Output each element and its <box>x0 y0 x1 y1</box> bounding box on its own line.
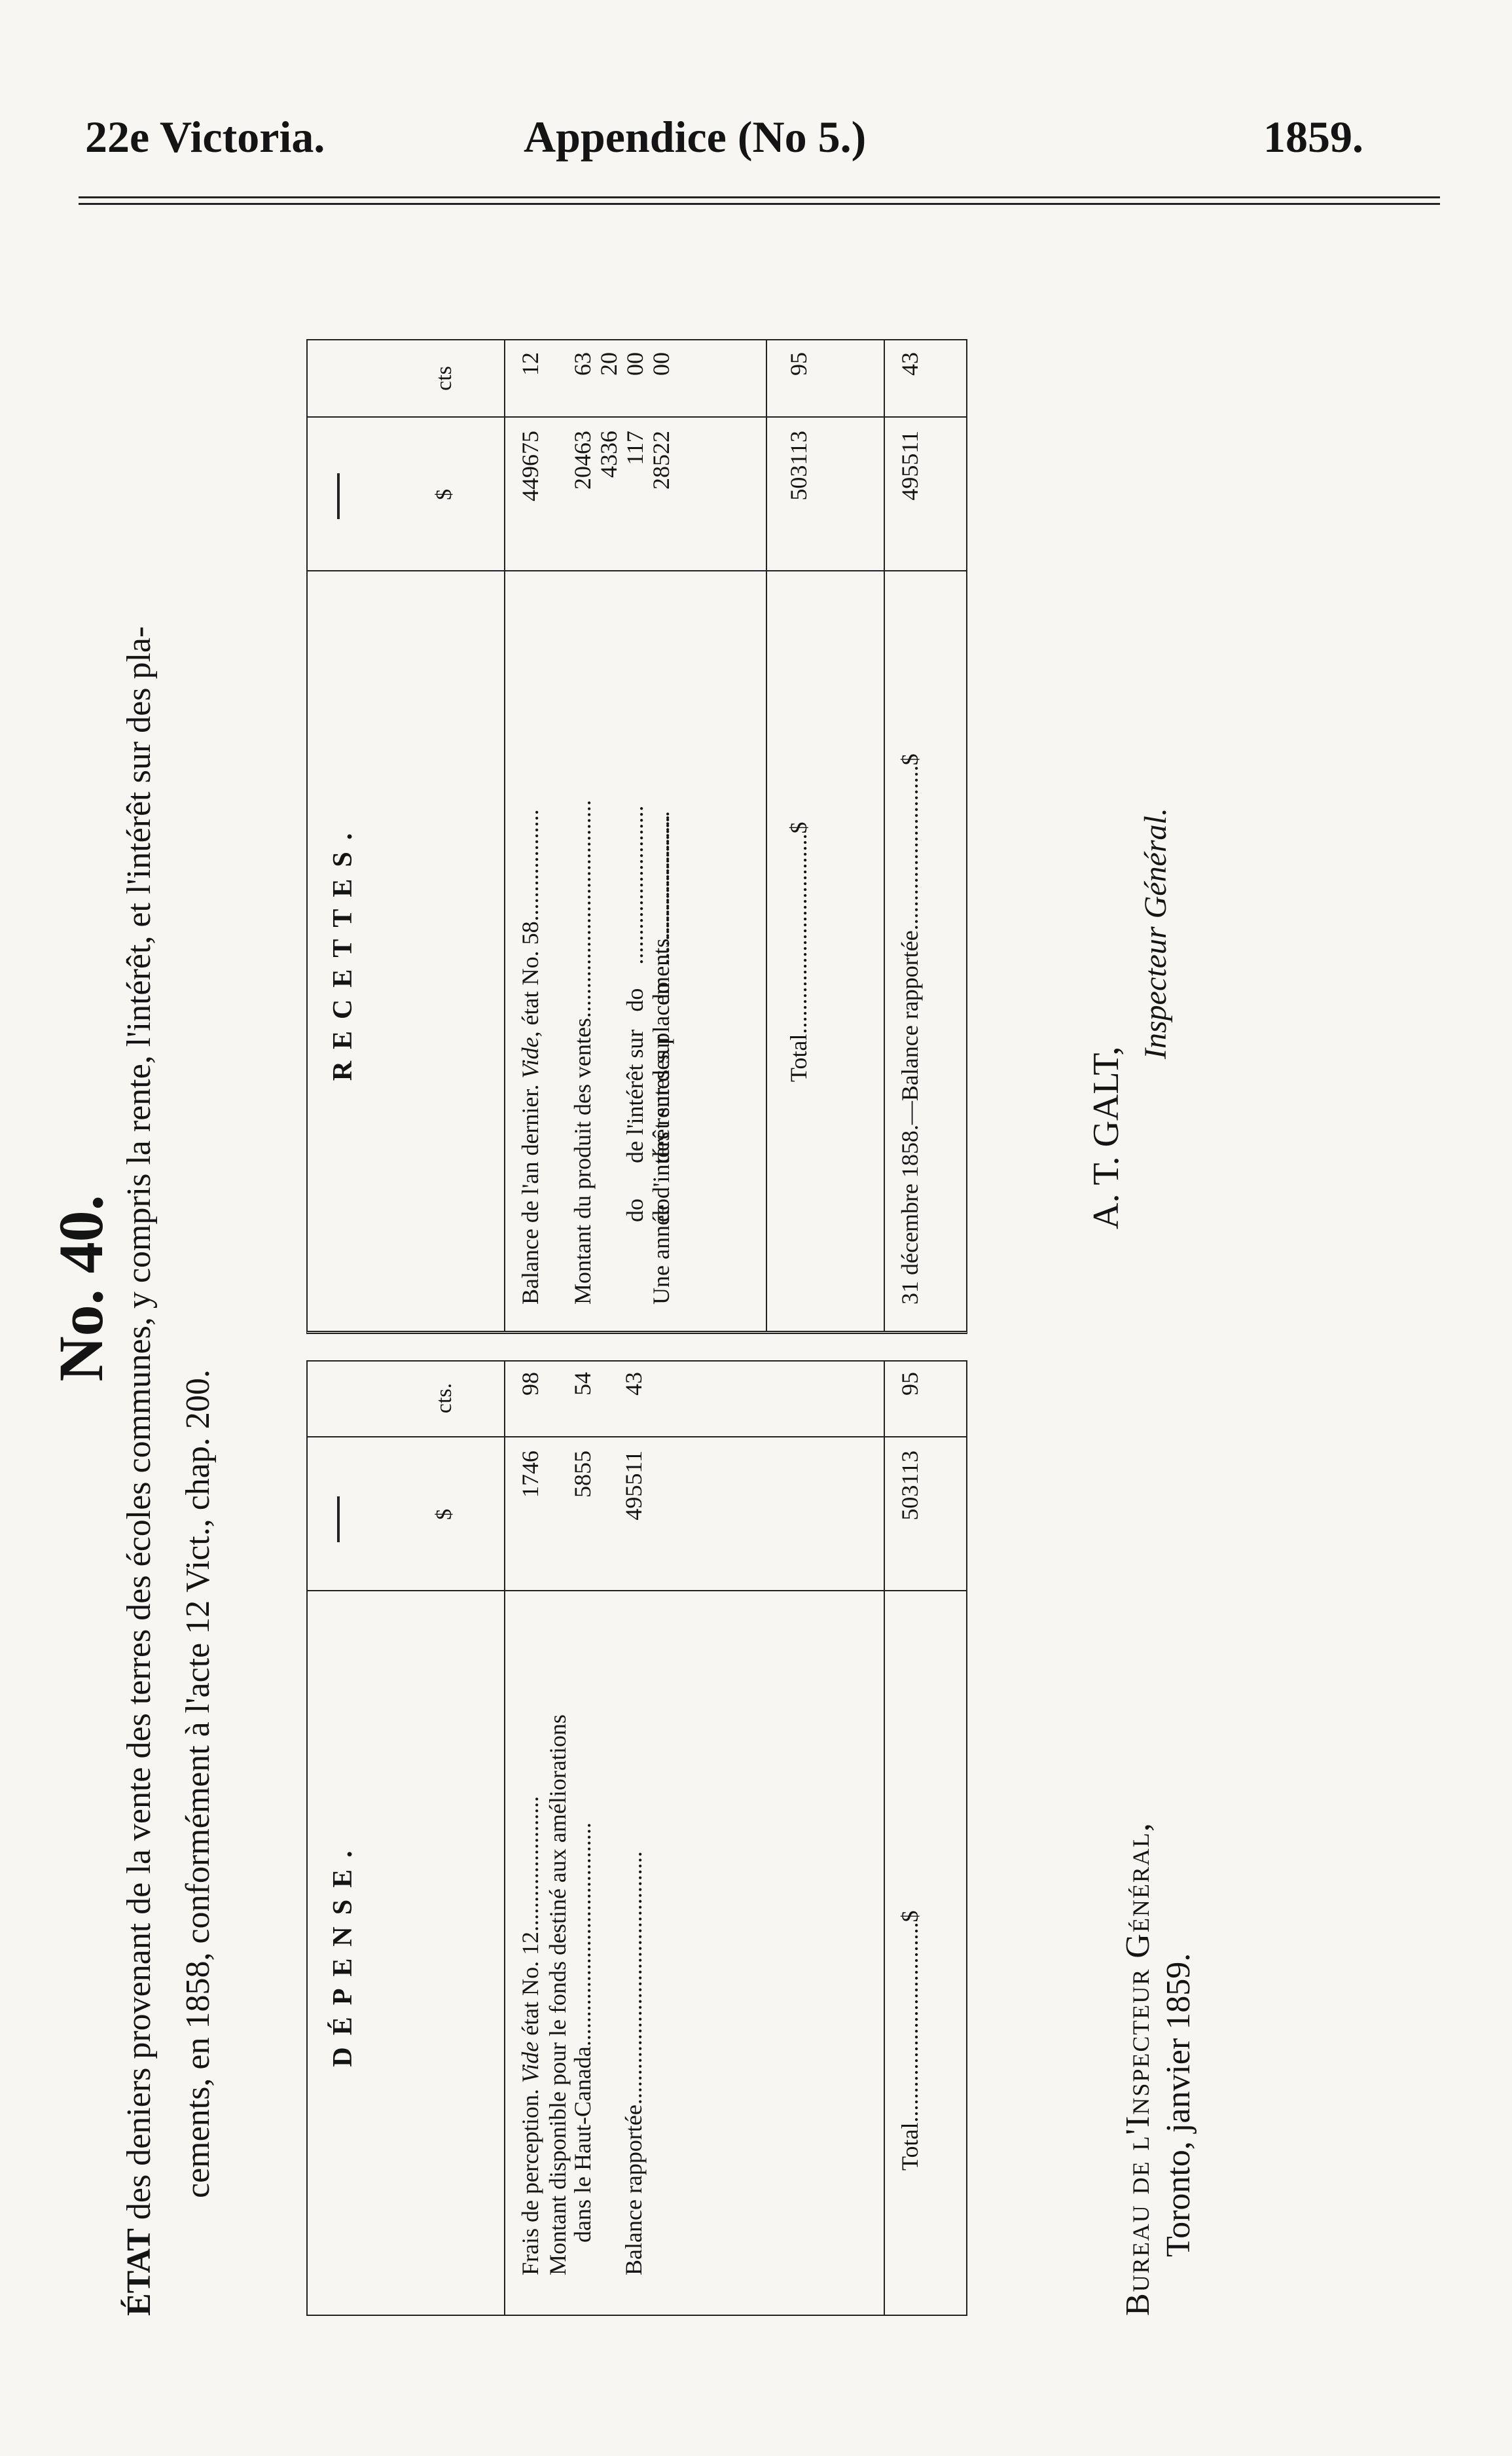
depense-row-perception-cents: 98 <box>517 1372 543 1396</box>
depense-total-dollars: 503113 <box>897 1451 923 1521</box>
depense-row-ameliorations: Montant disponible pour le fonds destiné… <box>545 1714 571 2275</box>
recettes-total-label: Total..................................$ <box>785 822 812 1082</box>
header-rule <box>79 196 1440 198</box>
recettes-total-dollars: 503113 <box>785 431 812 501</box>
recettes-balance-cents: 43 <box>897 352 923 376</box>
table-divider <box>504 340 505 1331</box>
rotated-statement: No. 40. ÉTAT des deniers provenant de la… <box>46 287 1504 2355</box>
depense-col-cents: cts. <box>432 1382 456 1414</box>
table-divider <box>766 340 767 1331</box>
recettes-row-placements: Une année d'intérêt sur des placements..… <box>648 814 674 1305</box>
recettes-row-balance-an-dernier-cents: 12 <box>517 352 543 376</box>
recettes-row-ventes: Montant du produit des ventes...........… <box>569 800 596 1305</box>
recettes-row-balance-an-dernier: Balance de l'an dernier. Vide, état No. … <box>517 809 543 1305</box>
document-number: No. 40. <box>46 1195 116 1382</box>
office-line-2: Toronto, janvier 1859. <box>1160 1953 1197 2257</box>
header-year: 1859. <box>1263 112 1363 162</box>
depense-title: DÉPENSE. <box>328 1839 358 2067</box>
depense-row-perception-dollars: 1746 <box>517 1451 543 1498</box>
header-rule-2 <box>79 203 1440 205</box>
recettes-row-interet-dollars: 4336 <box>596 431 622 478</box>
signer-title: Inspecteur Général. <box>1138 808 1173 1059</box>
depense-row-ameliorations-dollars: 5855 <box>569 1451 596 1498</box>
recettes-row-ventes-dollars: 20463 <box>569 431 596 490</box>
depense-row-ameliorations-cents: 54 <box>569 1372 596 1396</box>
page-header: 22e Victoria. Appendice (No 5.) 1859. <box>0 111 1512 170</box>
depense-row-perception: Frais de perception. Vide état No. 12...… <box>517 1796 543 2275</box>
depense-dash <box>337 1496 340 1542</box>
recettes-row-interet-cents: 20 <box>596 352 622 376</box>
intro-line-2: cements, en 1858, conformément à l'acte … <box>179 1369 217 2198</box>
recettes-col-dollars: $ <box>432 489 456 500</box>
recettes-balance-rapportee: 31 décembre 1858.—Balance rapportée.....… <box>897 753 923 1305</box>
recettes-dash <box>337 473 340 519</box>
depense-row-balance-dollars: 495511 <box>621 1451 647 1521</box>
depense-total-cents: 95 <box>897 1372 923 1396</box>
table-divider <box>884 340 885 1331</box>
depense-row-balance: Balance rapportée.......................… <box>621 1851 647 2275</box>
signer-name: A. T. GALT, <box>1086 1046 1126 1229</box>
depense-row-balance-cents: 43 <box>621 1372 647 1396</box>
recettes-col-cents: cts <box>432 366 456 391</box>
depense-row-ameliorations-cont: dans le Haut-Canada.....................… <box>569 1822 596 2243</box>
table-divider <box>884 1362 885 2315</box>
recettes-row-placements-cents: 00 <box>648 352 674 376</box>
recettes-title: RECETTES. <box>328 821 358 1081</box>
recettes-row-rentes-dollars: 117 <box>622 431 648 465</box>
recettes-total-cents: 95 <box>785 352 812 376</box>
recettes-row-balance-an-dernier-dollars: 449675 <box>517 431 543 501</box>
office-line-1: Bureau de l'Inspecteur Général, <box>1119 1822 1157 2316</box>
intro-lead: ÉTAT <box>120 2228 158 2316</box>
header-appendix: Appendice (No 5.) <box>524 112 867 162</box>
depense-table: DÉPENSE. $ cts. Frais de perception. Vid… <box>306 1360 967 2316</box>
header-session: 22e Victoria. <box>85 112 325 162</box>
intro-line-1: des deniers provenant de la vente des te… <box>120 626 158 2229</box>
recettes-table: RECETTES. $ cts Balance de l'an dernier.… <box>306 339 967 1334</box>
recettes-row-placements-dollars: 28522 <box>648 431 674 490</box>
table-divider <box>504 1362 505 2315</box>
depense-total-label: Total..................................$ <box>897 1910 923 2171</box>
recettes-balance-dollars: 495511 <box>897 431 923 501</box>
recettes-row-ventes-cents: 63 <box>569 352 596 376</box>
office-signature-block: Bureau de l'Inspecteur Général, Toronto,… <box>1118 1822 1199 2316</box>
intro-paragraph: ÉTAT des deniers provenant de la vente d… <box>110 339 228 2316</box>
depense-col-dollars: $ <box>432 1509 456 1520</box>
recettes-row-rentes-cents: 00 <box>622 352 648 376</box>
